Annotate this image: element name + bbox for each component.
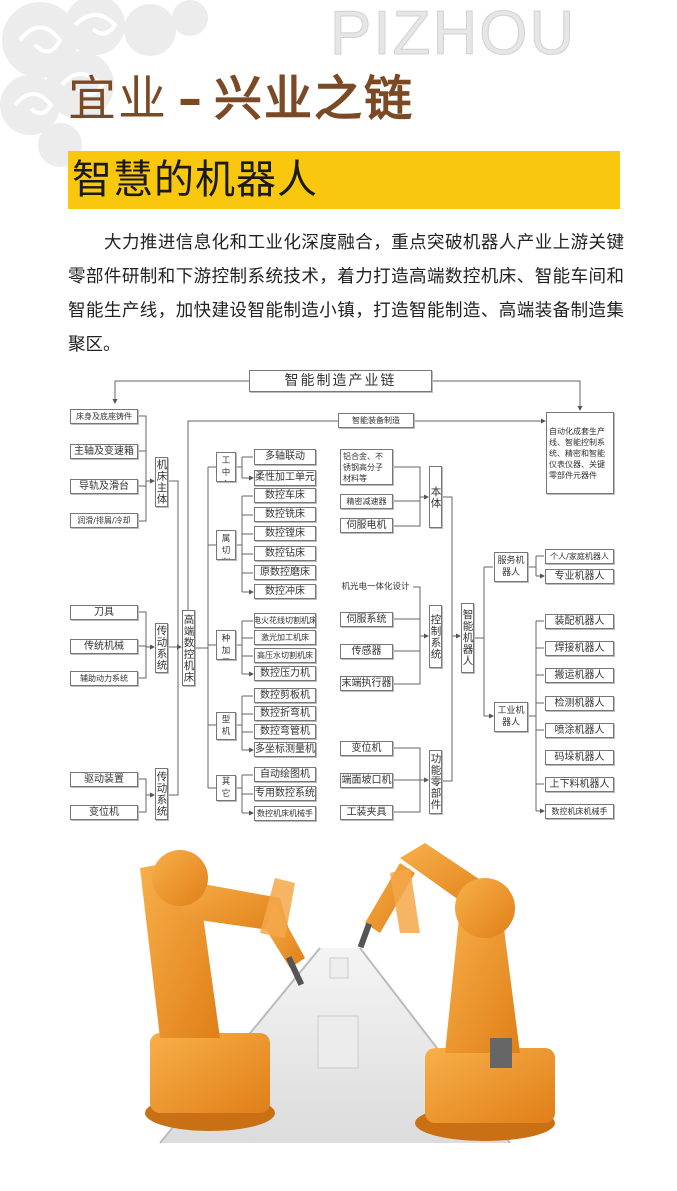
node-transmission2: 传动系统 (155, 768, 168, 820)
title-part-1: 宜业 (68, 71, 169, 127)
node-cnc-milling: 数控铣床 (254, 507, 316, 522)
node-cnc-press: 数控压力机 (254, 666, 316, 681)
node-drive-device: 驱动装置 (70, 772, 138, 787)
node-cnc-punch: 数控冲床 (254, 584, 316, 599)
node-spindle: 主轴及变速箱 (70, 444, 138, 459)
node-home-robot: 个人/家庭机器人 (545, 549, 614, 564)
node-multi-axis: 多轴联动 (254, 449, 316, 465)
node-waterjet: 高压水切割机床 (254, 648, 316, 663)
page-title: 宜业–兴业之链 (68, 70, 414, 128)
node-cnc-boring: 数控镗床 (254, 526, 316, 541)
workpiece-box (317, 1015, 359, 1069)
title-dash: – (178, 71, 205, 127)
node-metal-cutting: 金属切削 (216, 530, 236, 560)
node-others: 其它 (216, 775, 236, 801)
node-fixture: 工装夹具 (340, 805, 393, 820)
node-automation-lines: 自动化成套生产线、智能控制系统、精密和智能仪表仪器、关键零部件元器件 (546, 412, 614, 494)
node-machine-body: 机床主体 (155, 457, 168, 507)
node-cnc-pipe-bending: 数控弯管机 (254, 724, 316, 739)
node-industrial-robot: 工业机器人 (494, 702, 528, 732)
node-laser: 激光加工机床 (254, 630, 316, 645)
section-title: 智慧的机器人 (72, 157, 318, 203)
node-transmission1: 传动系统 (155, 623, 168, 673)
node-mechatronics: 机光电一体化设计 (341, 582, 410, 592)
node-guide-rail: 导轨及滑台 (70, 479, 138, 494)
node-cnc-bending: 数控折弯机 (254, 706, 316, 721)
node-handling-robot: 搬运机器人 (545, 668, 614, 683)
robot-arm-left (140, 850, 305, 1131)
node-bed-casting: 床身及底座铸件 (70, 409, 138, 424)
node-flexible-unit: 柔性加工单元 (254, 470, 316, 486)
node-materials: 铝合金、不锈钢高分子材料等 (340, 449, 393, 485)
node-assembly-robot: 装配机器人 (545, 614, 614, 629)
robot-arm-right (365, 843, 555, 1141)
node-edm: 电火花线切割机床 (254, 613, 316, 628)
section-banner: 智慧的机器人 (68, 151, 620, 209)
node-cnc-lathe: 数控车床 (254, 488, 316, 503)
cloud-ornament (0, 0, 208, 167)
node-servo-motor: 伺服电机 (340, 518, 393, 533)
node-cnc-grinding: 原数控磨床 (254, 565, 316, 580)
node-reducer: 精密减速器 (340, 494, 393, 509)
node-trad-machinery: 传统机械 (70, 639, 138, 654)
title-part-2: 兴业之链 (214, 71, 415, 127)
node-inspection-robot: 检测机器人 (545, 696, 614, 711)
node-cnc-drilling: 数控钻床 (254, 546, 316, 561)
node-positioner-left: 变位机 (70, 805, 138, 820)
node-smart-robot: 智能机器人 (461, 603, 474, 673)
node-palletizing-robot: 码垛机器人 (545, 750, 614, 765)
node-cnc-manipulator: 数控机床机械手 (254, 806, 316, 821)
node-loading-robot: 上下料机器人 (545, 777, 614, 792)
node-aux-power: 辅助动力系统 (70, 671, 138, 686)
node-positioner: 变位机 (340, 741, 393, 756)
node-body: 本体 (429, 466, 442, 528)
node-pro-robot: 专业机器人 (545, 569, 614, 584)
watermark: PIZHOU (329, 0, 577, 68)
node-functional-parts: 功能零部件 (429, 750, 442, 814)
diagram-title: 智能制造产业链 (249, 370, 432, 392)
node-high-end-cnc: 高端数控机床 (182, 610, 195, 686)
industrial-robots-image (140, 843, 555, 1144)
node-beveling: 端面坡口机 (340, 773, 393, 788)
node-cmm: 多坐标测量机 (254, 742, 316, 757)
node-special-cnc-system: 专用数控系统 (254, 786, 316, 801)
robot-arm-background (260, 868, 420, 938)
node-tools: 刀具 (70, 605, 138, 620)
node-sensor: 传感器 (340, 644, 393, 659)
node-smart-equipment: 智能装备制造 (338, 413, 414, 428)
node-forming: 成型机床 (216, 712, 236, 740)
node-auto-plotter: 自动绘图机 (254, 767, 316, 782)
node-service-robot: 服务机器人 (494, 552, 528, 582)
node-servo-system: 伺服系统 (340, 612, 393, 627)
node-cnc-shear: 数控剪板机 (254, 688, 316, 703)
node-spraying-robot: 喷涂机器人 (545, 723, 614, 738)
node-welding-robot: 焊接机器人 (545, 641, 614, 656)
node-machining-center: 加工中心 (216, 452, 236, 482)
industry-chain-diagram: 智能制造产业链 床身及底座铸件主轴及变速箱导轨及滑台润滑/排屑/冷却 机床主体刀具… (70, 370, 614, 821)
node-lubrication: 润滑/排屑/冷却 (70, 513, 138, 528)
node-control-system: 控制系统 (429, 605, 442, 668)
node-special-machining: 特种加工 (216, 630, 236, 660)
node-end-effector: 末端执行器 (340, 676, 393, 691)
intro-paragraph: 大力推进信息化和工业化深度融合，重点突破机器人产业上游关键零部件研制和下游控制系… (68, 233, 624, 355)
node-cnc-manipulator-robot: 数控机床机械手 (545, 804, 614, 819)
